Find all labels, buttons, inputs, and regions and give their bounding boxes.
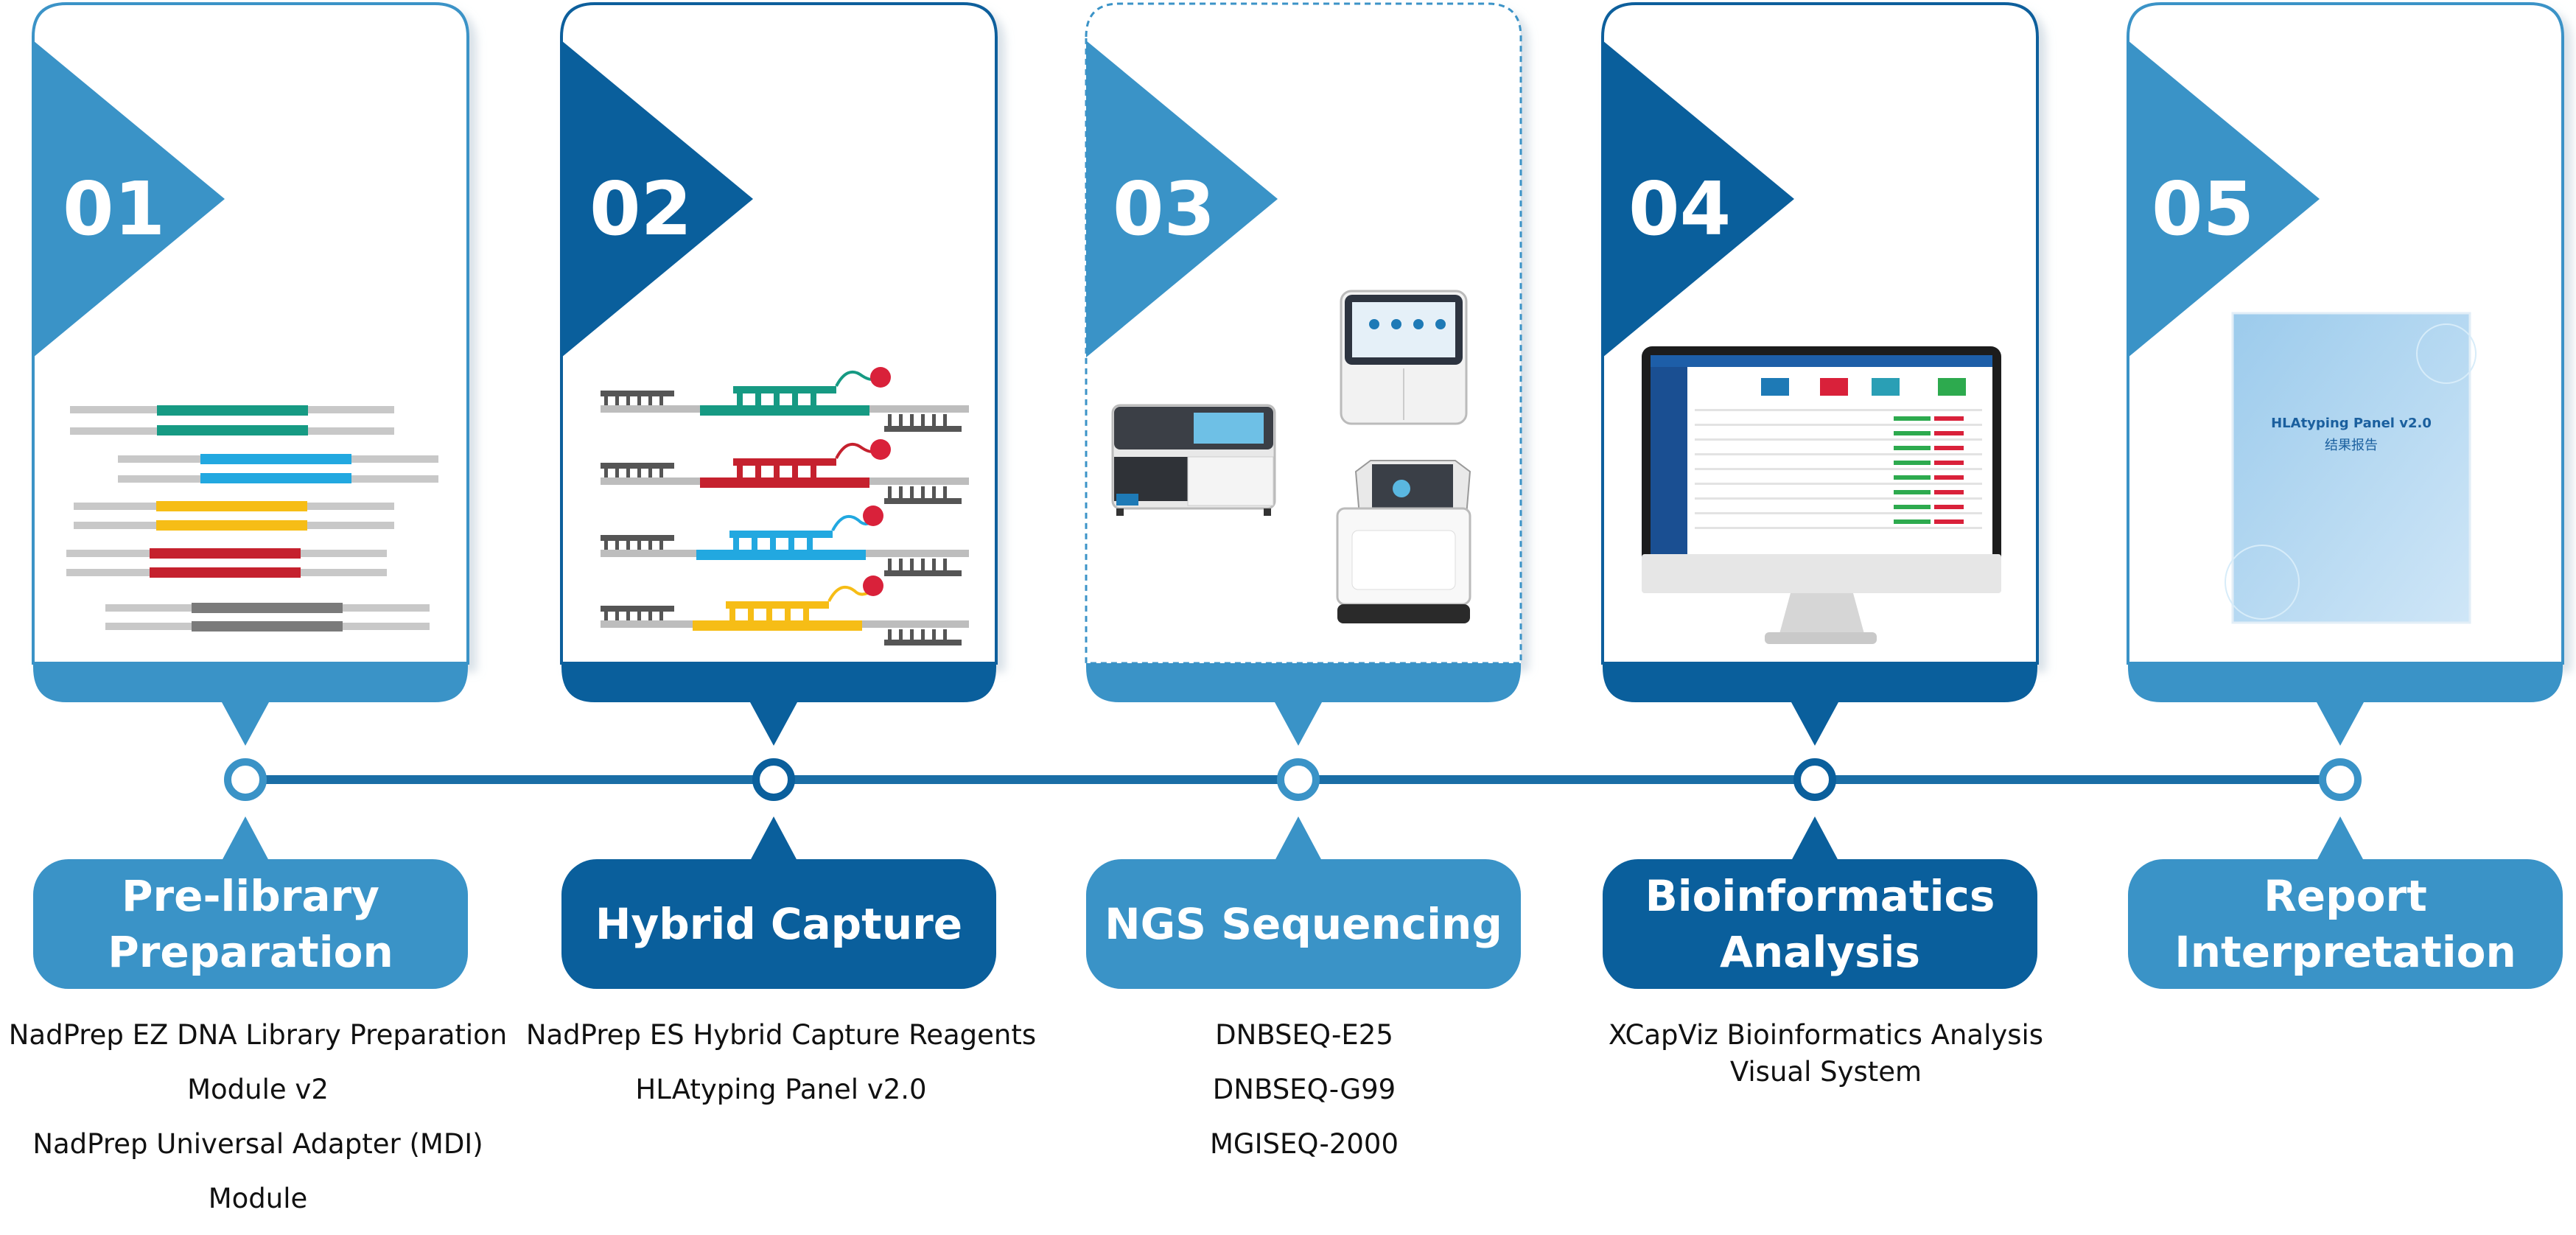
description-line: XCapViz Bioinformatics Analysis <box>1608 1019 2044 1051</box>
number-arrow <box>2128 41 2320 357</box>
step-label-ngs-sequencing: NGS Sequencing <box>1086 859 1521 989</box>
description-line: Module v2 <box>187 1074 329 1105</box>
number-arrow <box>1603 41 1794 357</box>
step-number: 03 <box>1113 166 1215 252</box>
timeline-nodes <box>224 758 2362 801</box>
monitor-software-image <box>1642 346 2001 644</box>
timeline-node-04 <box>1793 758 1836 801</box>
card-footer <box>33 663 468 746</box>
card-footer <box>561 663 996 746</box>
card-footer <box>1603 663 2037 746</box>
description-step-02: NadPrep ES Hybrid Capture Reagents HLAty… <box>523 1008 1039 1117</box>
report-cover-image: HLAtyping Panel v2.0 结果报告 <box>2225 312 2477 624</box>
timeline-node-03 <box>1277 758 1320 801</box>
description-line: DNBSEQ-E25 <box>1215 1019 1393 1051</box>
dna-fragments-illustration <box>66 405 438 632</box>
timeline-node-02 <box>752 758 795 801</box>
description-line: MGISEQ-2000 <box>1209 1128 1399 1160</box>
description-line: DNBSEQ-G99 <box>1212 1074 1396 1105</box>
report-subtitle: 结果报告 <box>2325 438 2378 453</box>
description-line: NadPrep ES Hybrid Capture Reagents <box>525 1019 1037 1051</box>
description-step-04: XCapViz Bioinformatics Analysis Visual S… <box>1568 1017 2084 1091</box>
step-card-02: 02 <box>560 2 998 746</box>
description-line: NadPrep Universal Adapter (MDI) <box>32 1128 483 1160</box>
number-arrow <box>1086 41 1278 357</box>
description-step-03: DNBSEQ-E25 DNBSEQ-G99 MGISEQ-2000 <box>1046 1008 1562 1172</box>
step-number: 05 <box>2152 166 2254 252</box>
timeline-node-05 <box>2319 758 2362 801</box>
number-arrow <box>33 41 225 357</box>
step-number: 02 <box>589 166 692 252</box>
card-footer <box>2128 663 2563 746</box>
step-number: 04 <box>1628 166 1731 252</box>
sequencer-large-image <box>1111 404 1276 516</box>
description-line: Visual System <box>1729 1056 1922 1088</box>
description-line: HLAtyping Panel v2.0 <box>635 1074 927 1105</box>
label-pointer-04 <box>1791 816 1838 861</box>
description-line: Module <box>208 1183 308 1214</box>
step-card-03: 03 <box>1085 2 1522 746</box>
label-pointer-02 <box>750 816 797 861</box>
label-pointer-01 <box>222 816 269 861</box>
hybrid-capture-illustration <box>601 367 969 646</box>
step-card-01: 01 <box>32 2 469 746</box>
label-pointer-05 <box>2317 816 2364 861</box>
description-step-01: NadPrep EZ DNA Library Preparation Modul… <box>0 1008 516 1226</box>
step-card-05: 05 HLAtyping Panel v2.0 结果报告 <box>2127 2 2564 746</box>
report-title: HLAtyping Panel v2.0 <box>2271 416 2432 431</box>
step-number: 01 <box>63 166 165 252</box>
card-footer <box>1086 663 1521 746</box>
step-label-hybrid-capture: Hybrid Capture <box>561 859 996 989</box>
label-pointer-03 <box>1275 816 1322 861</box>
timeline-node-01 <box>224 758 267 801</box>
sequencer-compact-image <box>1340 290 1468 425</box>
description-line: NadPrep EZ DNA Library Preparation <box>8 1019 508 1051</box>
number-arrow <box>561 41 753 357</box>
step-card-04: 04 <box>1601 2 2039 746</box>
sequencer-benchtop-image <box>1336 460 1471 623</box>
